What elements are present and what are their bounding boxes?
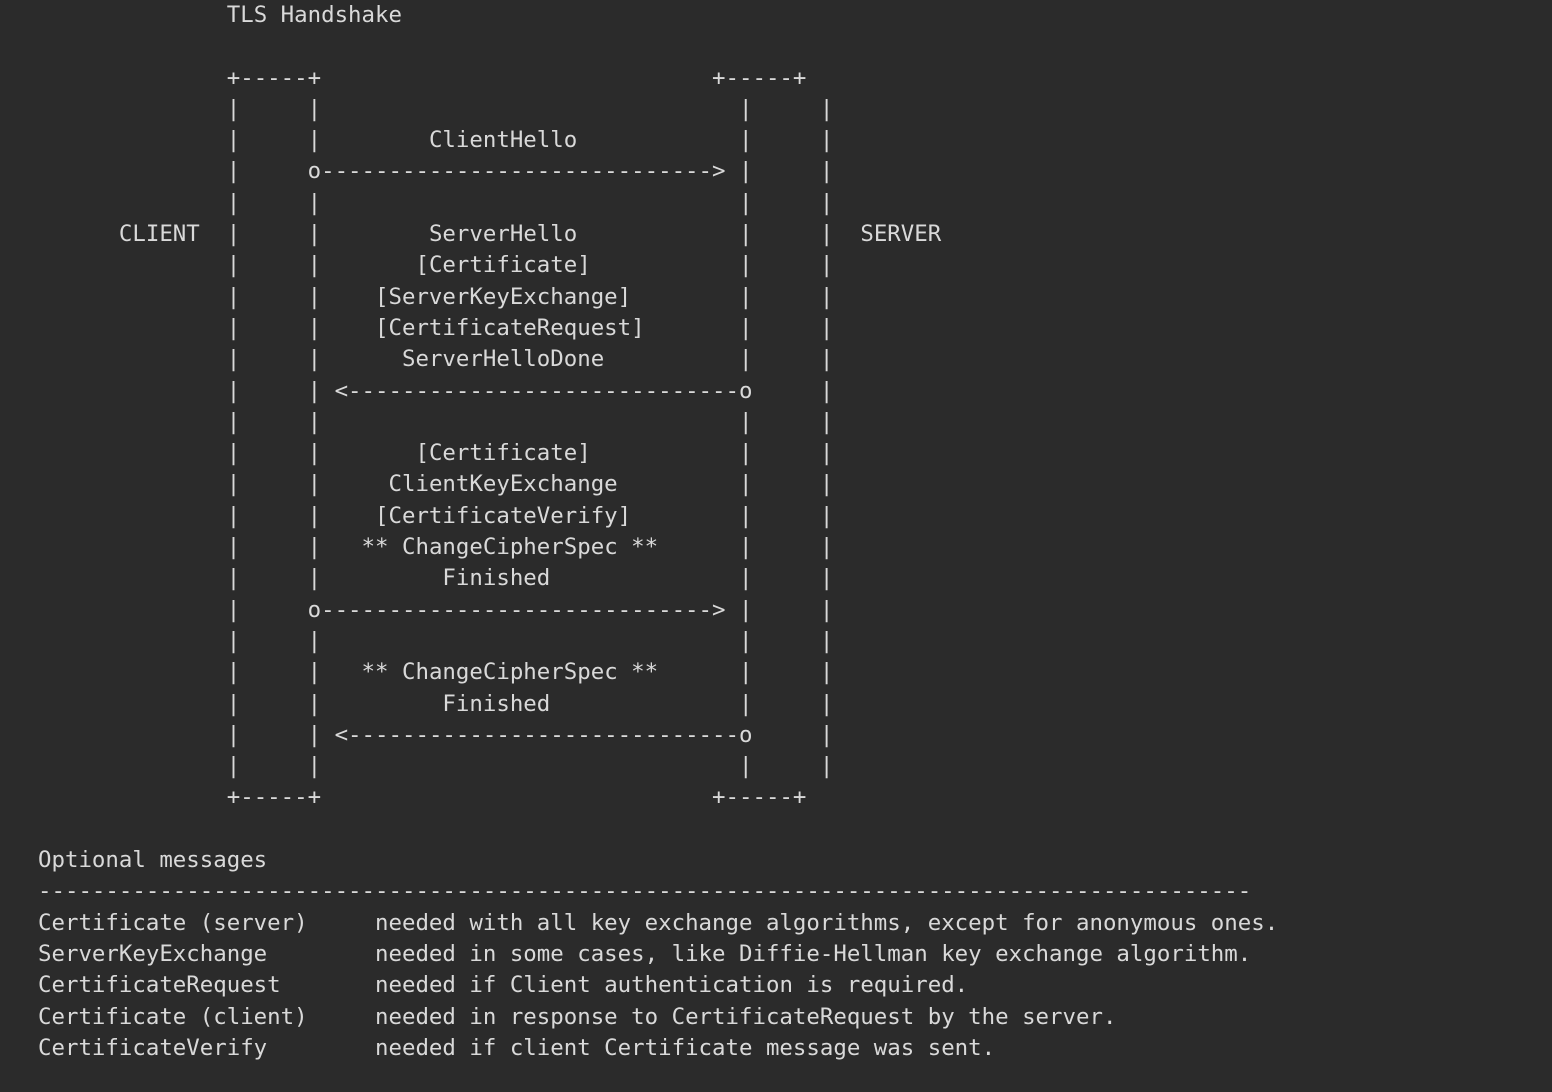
msg-certificate-client: [Certificate] (415, 440, 591, 467)
diagram-row: | | | | (38, 408, 834, 435)
box-top-border: +-----+ +-----+ (226, 64, 807, 91)
msg-certificate-request: [CertificateRequest] (375, 314, 645, 341)
optional-item-name: ServerKeyExchange (38, 940, 268, 967)
optional-item-desc: needed in response to CertificateRequest… (375, 1003, 1117, 1030)
optional-heading-row: Optional messages (38, 845, 1278, 876)
msg-finished-client: Finished (442, 565, 551, 592)
msg-finished-server-row: | | Finished | | (38, 690, 834, 717)
arrow-client-to-server-2: | o-----------------------------> | | (38, 596, 834, 623)
arrow-server-to-client-2-arrow: <-----------------------------o (334, 721, 753, 748)
arrow-client-to-server-2-arrow: o-----------------------------> (307, 596, 726, 623)
optional-item-desc: needed if client Certificate message was… (375, 1034, 996, 1061)
diagram-row: | | | | (38, 627, 834, 654)
box-bottom-row: +-----+ +-----+ (38, 782, 1278, 813)
optional-item-name: CertificateRequest (38, 972, 281, 999)
diagram-row: | | | | (38, 753, 834, 780)
msg-client-hello-row: | | ClientHello | | (38, 127, 834, 154)
optional-item-name: CertificateVerify (38, 1034, 268, 1061)
arrow-server-to-client-2: | | <-----------------------------o | (38, 721, 834, 748)
msg-change-cipher-spec-client-row: | | ** ChangeCipherSpec ** | | (38, 534, 834, 561)
blank-row (38, 31, 1278, 62)
optional-item: ServerKeyExchange needed in some cases, … (38, 939, 1278, 970)
optional-heading: Optional messages (38, 847, 268, 874)
label-row: CLIENT | | ServerHello | | SERVER (118, 221, 942, 248)
title-row: TLS Handshake (38, 0, 1278, 31)
optional-item-name: Certificate (server) (38, 909, 308, 936)
msg-certificate-request-row: | | [CertificateRequest] | | (38, 314, 834, 341)
msg-server-hello: ServerHello (428, 221, 578, 248)
msg-change-cipher-spec-server: ** ChangeCipherSpec ** (361, 659, 659, 686)
blank-row (38, 814, 1278, 845)
msg-certificate-server-row: | | [Certificate] | | (38, 252, 834, 279)
msg-client-hello: ClientHello (428, 127, 578, 154)
arrow-client-to-server-1-arrow: o-----------------------------> (307, 158, 726, 185)
server-label: SERVER (860, 221, 942, 248)
box-top-row: +-----+ +-----+ (38, 63, 1278, 94)
msg-certificate-client-row: | | [Certificate] | | (38, 440, 834, 467)
msg-server-key-exchange-row: | | [ServerKeyExchange] | | (38, 283, 834, 310)
optional-item-desc: needed with all key exchange algorithms,… (375, 909, 1279, 936)
arrow-server-to-client-1: | | <-----------------------------o | (38, 377, 834, 404)
optional-item: CertificateVerify needed if client Certi… (38, 1033, 1278, 1064)
optional-item-desc: needed if Client authentication is requi… (375, 972, 969, 999)
msg-certificate-verify-row: | | [CertificateVerify] | | (38, 502, 834, 529)
terminal-text: TLS Handshake +-----+ +-----+ | | | | | … (38, 0, 1278, 1064)
msg-client-key-exchange: ClientKeyExchange (388, 471, 618, 498)
client-label: CLIENT (118, 221, 200, 248)
diagram-row: | | | | (38, 95, 834, 122)
optional-rule-row: ----------------------------------------… (38, 876, 1278, 907)
optional-item-desc: needed in some cases, like Diffie-Hellma… (375, 940, 1252, 967)
arrow-client-to-server-1: | o-----------------------------> | | (38, 158, 834, 185)
msg-client-key-exchange-row: | | ClientKeyExchange | | (38, 471, 834, 498)
msg-certificate-server: [Certificate] (415, 252, 591, 279)
diagram-title: TLS Handshake (226, 2, 402, 28)
optional-item-name: Certificate (client) (38, 1003, 308, 1030)
msg-server-key-exchange: [ServerKeyExchange] (375, 283, 632, 310)
msg-server-hello-done-row: | | ServerHelloDone | | (38, 346, 834, 373)
box-bottom-border: +-----+ +-----+ (226, 784, 807, 811)
optional-item: Certificate (client) needed in response … (38, 1002, 1278, 1033)
arrow-server-to-client-1-arrow: <-----------------------------o (334, 377, 753, 404)
msg-finished-server: Finished (442, 690, 551, 717)
msg-finished-client-row: | | Finished | | (38, 565, 834, 592)
msg-certificate-verify: [CertificateVerify] (375, 502, 632, 529)
msg-change-cipher-spec-client: ** ChangeCipherSpec ** (361, 534, 659, 561)
msg-change-cipher-spec-server-row: | | ** ChangeCipherSpec ** | | (38, 659, 834, 686)
msg-server-hello-done: ServerHelloDone (401, 346, 605, 373)
optional-divider: ----------------------------------------… (38, 878, 1252, 905)
optional-item: Certificate (server) needed with all key… (38, 908, 1278, 939)
diagram-row: | | | | (38, 189, 834, 216)
optional-item: CertificateRequest needed if Client auth… (38, 970, 1278, 1001)
